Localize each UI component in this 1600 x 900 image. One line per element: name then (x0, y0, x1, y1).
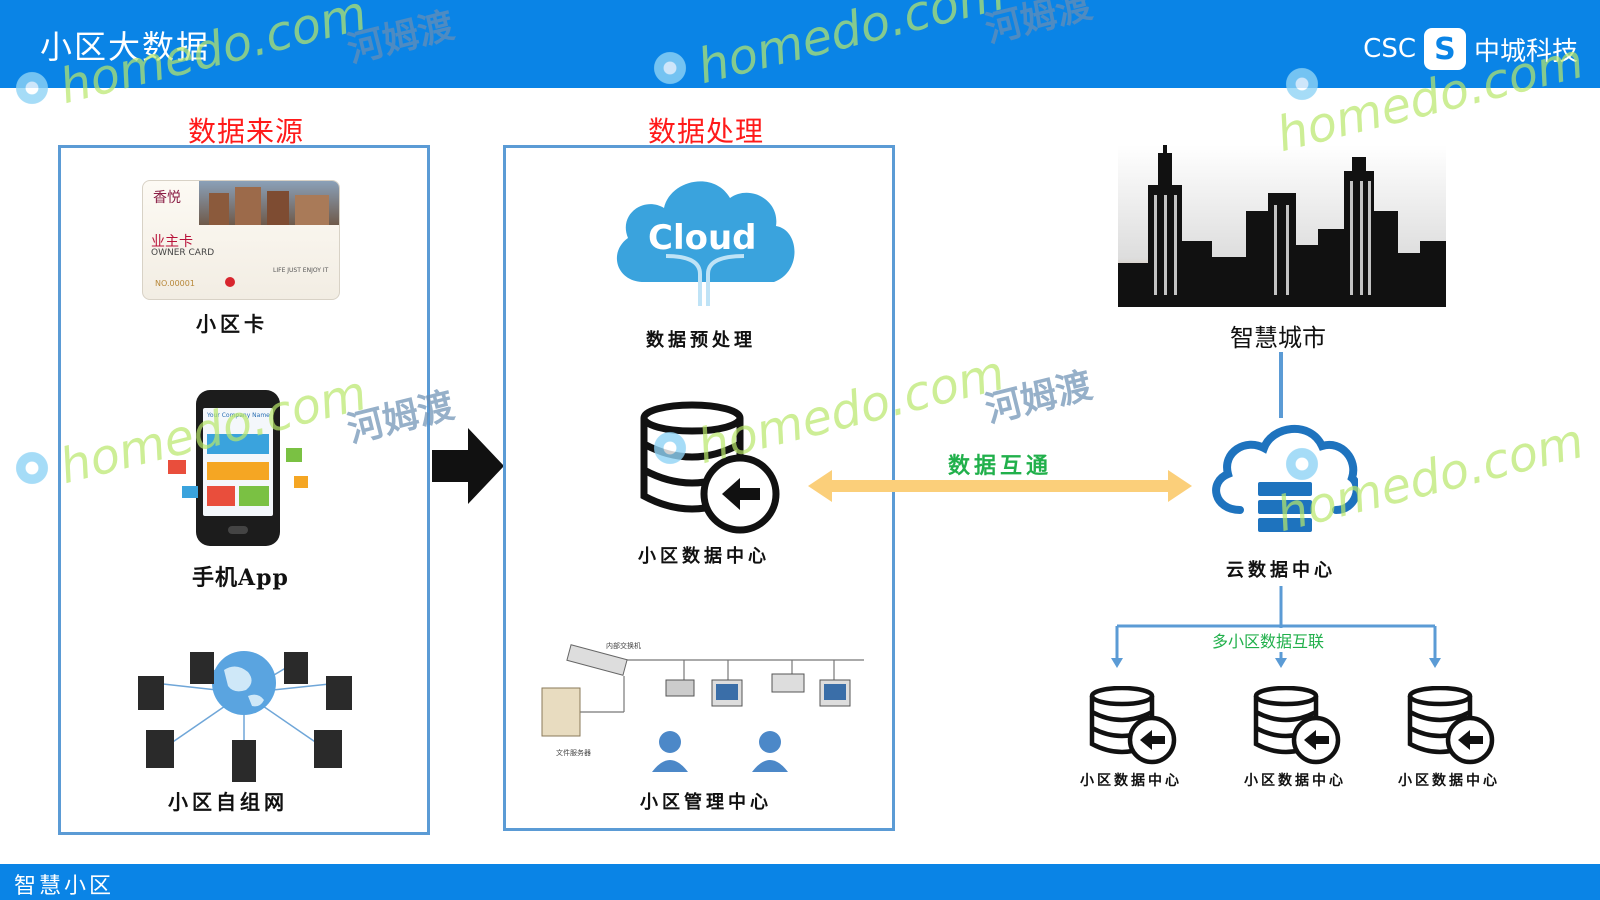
app-tile-icon (182, 486, 198, 498)
cloud-icon (616, 181, 795, 306)
brand-logo: CSC S 中城科技 (1363, 28, 1578, 70)
smart-city-label: 智慧城市 (1230, 324, 1326, 352)
management-network-image (541, 644, 864, 772)
app-tile-icon (294, 476, 308, 488)
header-bar: 小区大数据 CSC S 中城科技 (0, 0, 1600, 88)
interconnect-label: 多小区数据互联 (1210, 628, 1327, 652)
district-datacenter-label-3: 小区数据中心 (1398, 773, 1500, 789)
exchange-label: 数据互通 (948, 453, 1053, 479)
community-datacenter-label: 小区数据中心 (638, 546, 770, 567)
district-database-icon (1253, 686, 1341, 765)
card-number: NO.00001 (155, 279, 195, 288)
network-image (138, 651, 352, 782)
owner-card-image: 香悦 业主卡 OWNER CARD LIFE JUST ENJOY IT NO.… (142, 180, 340, 300)
district-database-icon (1407, 686, 1495, 765)
brand-name: 中城科技 (1473, 36, 1578, 67)
phone-label: 手机App (192, 565, 289, 591)
switch-label: 内部交换机 (606, 642, 641, 650)
footer-title: 智慧小区 (14, 874, 115, 899)
cloud-text: Cloud (648, 218, 757, 258)
flow-arrow-icon (432, 428, 504, 504)
brand-prefix: CSC (1363, 34, 1416, 64)
city-connector-line (1279, 352, 1283, 418)
card-brand: 香悦 (153, 190, 181, 206)
footer-bar: 智慧小区 (0, 864, 1600, 900)
network-label: 小区自组网 (168, 790, 288, 814)
app-tile-icon (286, 448, 302, 462)
card-building-photo (199, 181, 339, 225)
exchange-arrow (808, 470, 1192, 502)
brand-s-icon: S (1423, 28, 1466, 70)
district-database-icon (1089, 686, 1177, 765)
card-slogan: LIFE JUST ENJOY IT (273, 267, 329, 274)
smart-city-image (1118, 145, 1446, 307)
file-server-label: 文件服务器 (556, 749, 591, 757)
cloud-datacenter-label: 云数据中心 (1226, 560, 1336, 581)
flower-icon (8, 444, 56, 492)
management-center-label: 小区管理中心 (640, 792, 772, 813)
card-label: 小区卡 (196, 312, 268, 336)
district-datacenter-label-2: 小区数据中心 (1244, 773, 1346, 789)
phone-screen-title: Your Company Name (207, 412, 270, 419)
sources-title: 数据来源 (188, 115, 305, 148)
district-datacenter-label-1: 小区数据中心 (1080, 773, 1182, 789)
card-company-icon (225, 277, 235, 287)
app-tile-icon (168, 460, 186, 474)
phone-image: Your Company Name (196, 390, 280, 546)
card-title-cn: 业主卡 (151, 234, 193, 250)
database-icon (640, 401, 780, 534)
preprocess-label: 数据预处理 (646, 330, 756, 351)
cloud-datacenter-icon (1212, 425, 1358, 532)
page-title: 小区大数据 (40, 28, 211, 66)
phone-screen: Your Company Name (203, 408, 273, 516)
card-title-en: OWNER CARD (151, 248, 215, 258)
processing-title: 数据处理 (648, 115, 765, 148)
